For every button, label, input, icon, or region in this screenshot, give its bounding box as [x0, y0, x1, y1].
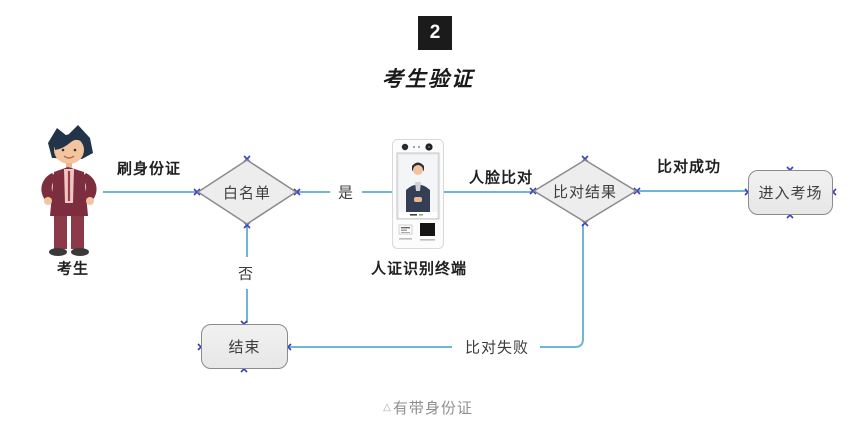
node-whitelist: 白名单 [197, 159, 297, 225]
caption-text: 有带身份证 [392, 400, 473, 417]
edge-label-yes: 是 [334, 181, 358, 203]
edge-label-swipe-id: 刷身份证 [116, 160, 182, 178]
edge-label-face-compare: 人脸比对 [468, 169, 534, 187]
candidate-person-illustration [41, 125, 97, 256]
scanner-pad [420, 223, 435, 236]
hair-fringe [54, 134, 89, 150]
node-enter-room-label: 进入考场 [758, 185, 823, 202]
node-end-label: 结束 [228, 339, 261, 356]
edge-label-success: 比对成功 [656, 158, 722, 176]
step-number-badge: 2 [418, 16, 452, 50]
right-shoe [71, 248, 89, 256]
triangle-marker-icon: △ [383, 402, 392, 413]
node-compare-result: 比对结果 [533, 159, 637, 223]
edge-label-fail: 比对失败 [461, 336, 533, 358]
bottom-caption: △有带身份证 [0, 397, 856, 418]
page-title: 考生验证 [382, 68, 474, 91]
right-leg [71, 216, 84, 249]
node-whitelist-label: 白名单 [222, 184, 271, 202]
diagram-header: 2 考生验证 [0, 16, 856, 93]
candidate-label: 考生 [56, 260, 90, 278]
left-leg [54, 216, 67, 249]
node-compare-result-label: 比对结果 [552, 183, 617, 201]
face-recognition-terminal-illustration [392, 139, 444, 249]
left-shoe [49, 248, 67, 256]
node-enter-room: 进入考场 [748, 170, 833, 215]
node-end: 结束 [201, 324, 288, 369]
terminal-label: 人证识别终端 [370, 260, 468, 278]
camera-icon [401, 143, 409, 151]
edge-label-no: 否 [234, 262, 258, 284]
